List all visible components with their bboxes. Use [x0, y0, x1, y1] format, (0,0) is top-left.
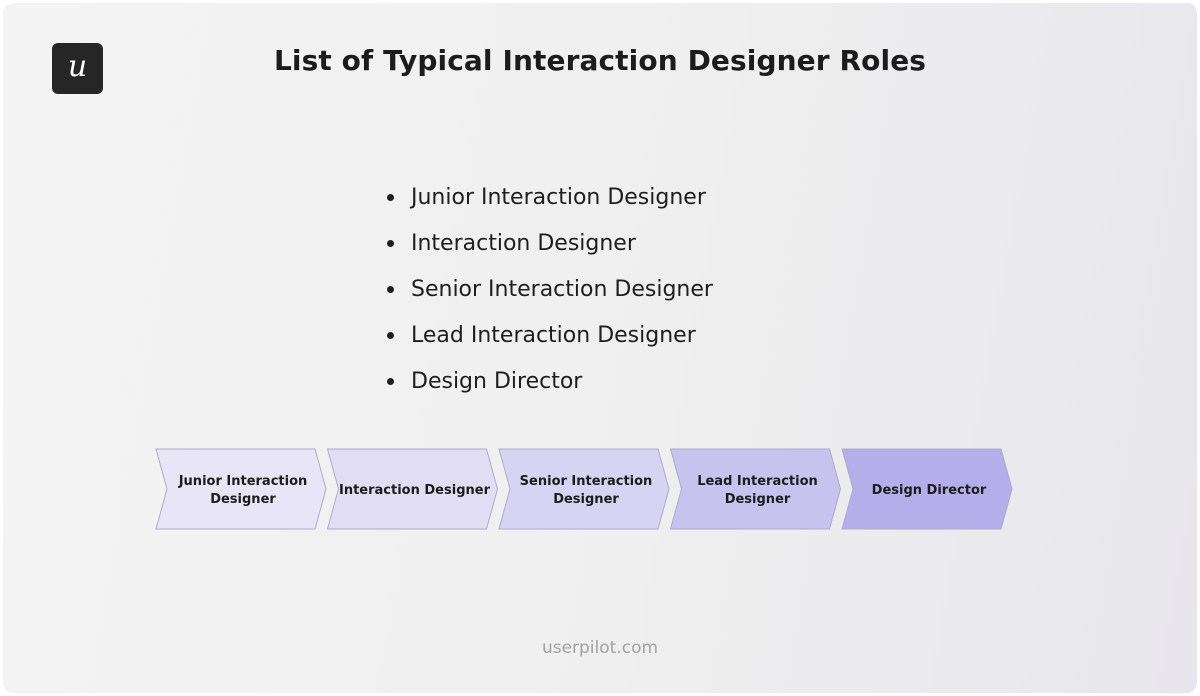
flow-step-label: Interaction Designer	[339, 483, 491, 498]
list-item: Interaction Designer	[387, 220, 713, 266]
bullet-icon	[387, 239, 394, 247]
bullet-icon	[387, 193, 394, 201]
page-title: List of Typical Interaction Designer Rol…	[273, 44, 927, 77]
logo-letter: u	[67, 48, 88, 84]
footer-domain: userpilot.com	[541, 638, 659, 658]
flow-step-label: Designer	[725, 492, 791, 507]
list-item-label: Interaction Designer	[411, 230, 636, 256]
flow-step-chevron	[669, 448, 842, 530]
flow-step-label: Designer	[553, 492, 619, 507]
list-item-label: Design Director	[411, 368, 583, 394]
flow-step-chevron	[155, 448, 327, 530]
flow-step-label: Junior Interaction	[178, 474, 308, 489]
bullet-icon	[387, 377, 394, 385]
list-item: Junior Interaction Designer	[387, 174, 713, 220]
flow-step: Interaction Designer	[326, 448, 499, 530]
roles-list: Junior Interaction Designer Interaction …	[387, 174, 713, 404]
flow-step-chevron	[498, 448, 670, 530]
list-item-label: Senior Interaction Designer	[411, 276, 713, 302]
list-item: Senior Interaction Designer	[387, 266, 713, 312]
list-item-label: Junior Interaction Designer	[411, 184, 706, 210]
bullet-icon	[387, 285, 394, 293]
slide-background: u	[3, 3, 1197, 693]
flow-step-label: Senior Interaction	[520, 474, 653, 489]
list-item: Lead Interaction Designer	[387, 312, 713, 358]
flow-step-label: Design Director	[872, 483, 987, 498]
flow-step: Design Director	[841, 448, 1013, 530]
flow-step-label: Designer	[210, 492, 276, 507]
flow-step-chevron	[841, 448, 1013, 530]
list-item: Design Director	[387, 358, 713, 404]
list-item-label: Lead Interaction Designer	[411, 322, 696, 348]
flow-step-chevron	[326, 448, 499, 530]
userpilot-logo: u	[52, 43, 103, 94]
flow-step-label: Lead Interaction	[697, 474, 818, 489]
bullet-icon	[387, 331, 394, 339]
